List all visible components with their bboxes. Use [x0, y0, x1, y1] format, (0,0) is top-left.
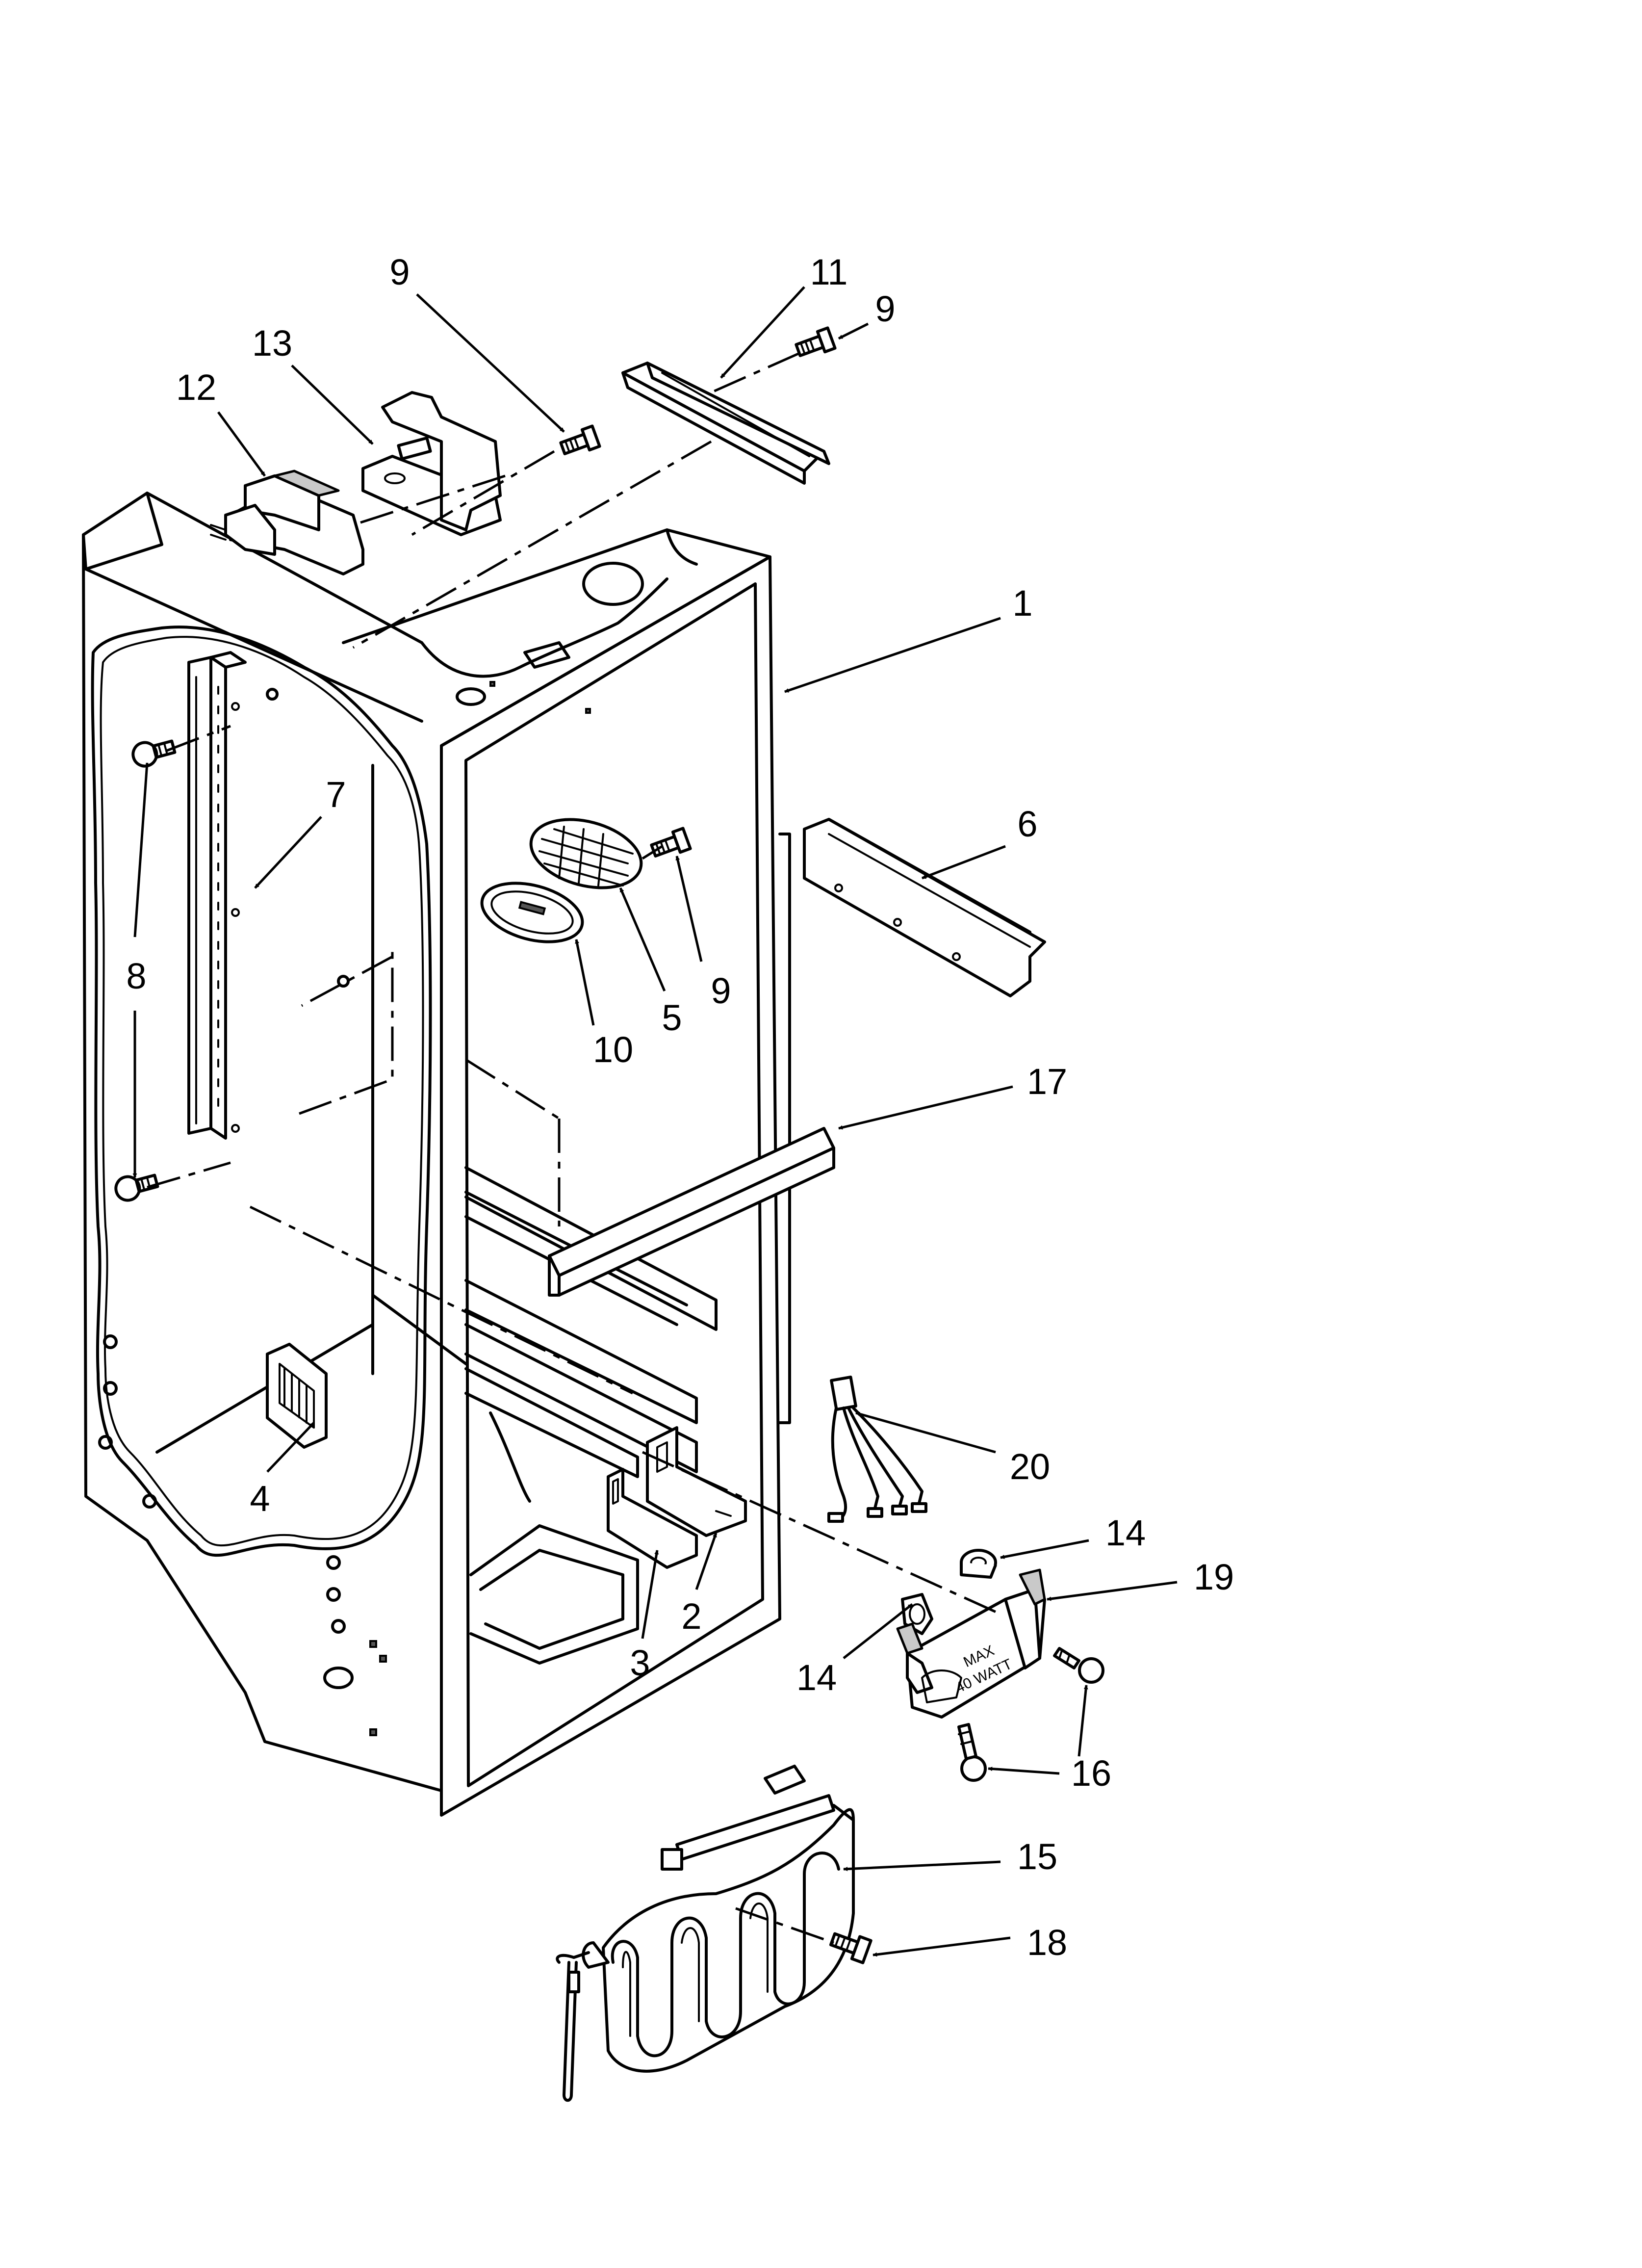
screw-9-top-right	[795, 326, 837, 357]
assembly-lines	[147, 352, 1001, 1944]
callout-20: 20	[1010, 1446, 1050, 1487]
part-16-push-pin-lower	[957, 1723, 987, 1782]
part-19-light-housing: MAX 40 WATT	[896, 1568, 1046, 1719]
part-15-evaporator-heater	[556, 1765, 855, 2102]
callout-6: 6	[1017, 804, 1037, 844]
callout-15: 15	[1017, 1836, 1057, 1877]
part-7-vertical-rail	[187, 651, 247, 1140]
callout-2: 2	[681, 1596, 701, 1637]
callout-14-lower: 14	[796, 1657, 837, 1698]
callout-4: 4	[250, 1478, 270, 1519]
callout-3: 3	[630, 1642, 650, 1683]
part-5-grille	[529, 818, 643, 889]
part-3-bracket	[607, 1468, 698, 1569]
callout-5: 5	[662, 997, 682, 1038]
callout-8: 8	[126, 956, 146, 996]
callout-11: 11	[810, 252, 848, 292]
callout-19: 19	[1194, 1557, 1234, 1597]
callout-7: 7	[326, 774, 346, 815]
callout-14-upper: 14	[1105, 1512, 1146, 1553]
part-14-clip-upper	[960, 1549, 997, 1579]
callout-12: 12	[176, 367, 216, 408]
screw-18	[829, 1932, 872, 1964]
callout-labels: 1 2 3 4 5 6 7 8 9 9 9 10 11 12 13 14 14 …	[126, 252, 1234, 1963]
part-4-vent-grille	[266, 1343, 328, 1449]
screw-8-lower	[114, 1173, 159, 1202]
part-11-top-rail	[621, 362, 830, 485]
callout-9-top-right: 9	[875, 288, 895, 329]
part-2-bracket	[646, 1426, 747, 1537]
part-13-bracket	[361, 391, 502, 536]
screw-8-upper	[131, 739, 177, 768]
leader-arrows	[132, 286, 1178, 1957]
part-10-cover	[480, 882, 584, 943]
callout-13: 13	[252, 323, 292, 364]
part-16-push-pin-right	[1053, 1647, 1104, 1684]
callout-10: 10	[593, 1029, 633, 1070]
part-6-side-channel	[803, 818, 1046, 997]
screw-9-middle	[650, 827, 692, 858]
part-17-cross-bar	[548, 1127, 835, 1297]
screw-9-top-left	[559, 424, 601, 455]
callout-18: 18	[1027, 1922, 1067, 1963]
cabinet-liner	[82, 492, 791, 1817]
callout-17: 17	[1027, 1061, 1067, 1102]
part-20-wire-harness	[827, 1375, 927, 1523]
callout-9-middle: 9	[711, 970, 731, 1011]
callout-16: 16	[1071, 1753, 1111, 1794]
callout-9-top-left: 9	[389, 252, 410, 292]
callout-1: 1	[1012, 583, 1032, 624]
part-12-control-housing	[210, 469, 364, 575]
